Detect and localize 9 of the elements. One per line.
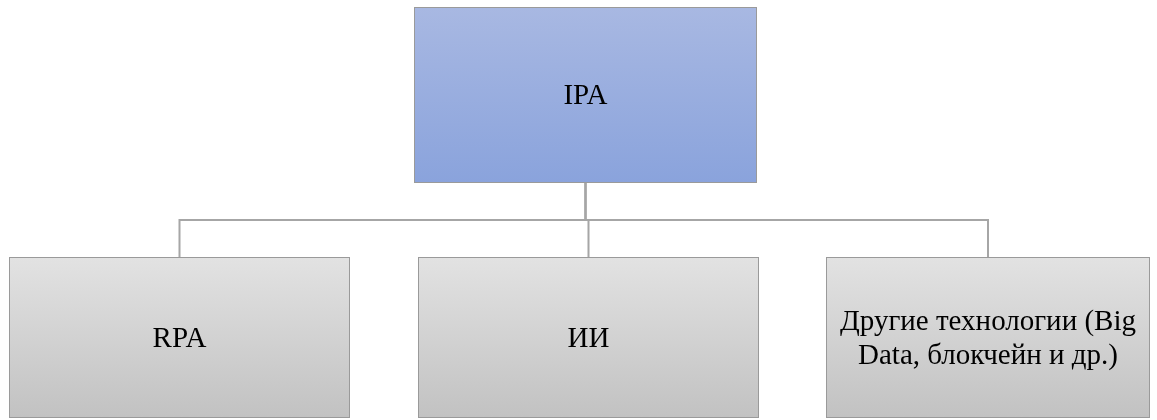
box-label: IPA [563, 78, 608, 112]
connector-line [584, 182, 989, 258]
child-box [826, 257, 1150, 418]
child-box [9, 257, 350, 418]
parent-box [414, 7, 757, 183]
box-label: Другие технологии (Big Data, блокчейн и др.) [839, 304, 1137, 371]
child-box [418, 257, 759, 418]
box-label: RPA [152, 320, 207, 355]
box-label: ИИ [567, 320, 610, 355]
